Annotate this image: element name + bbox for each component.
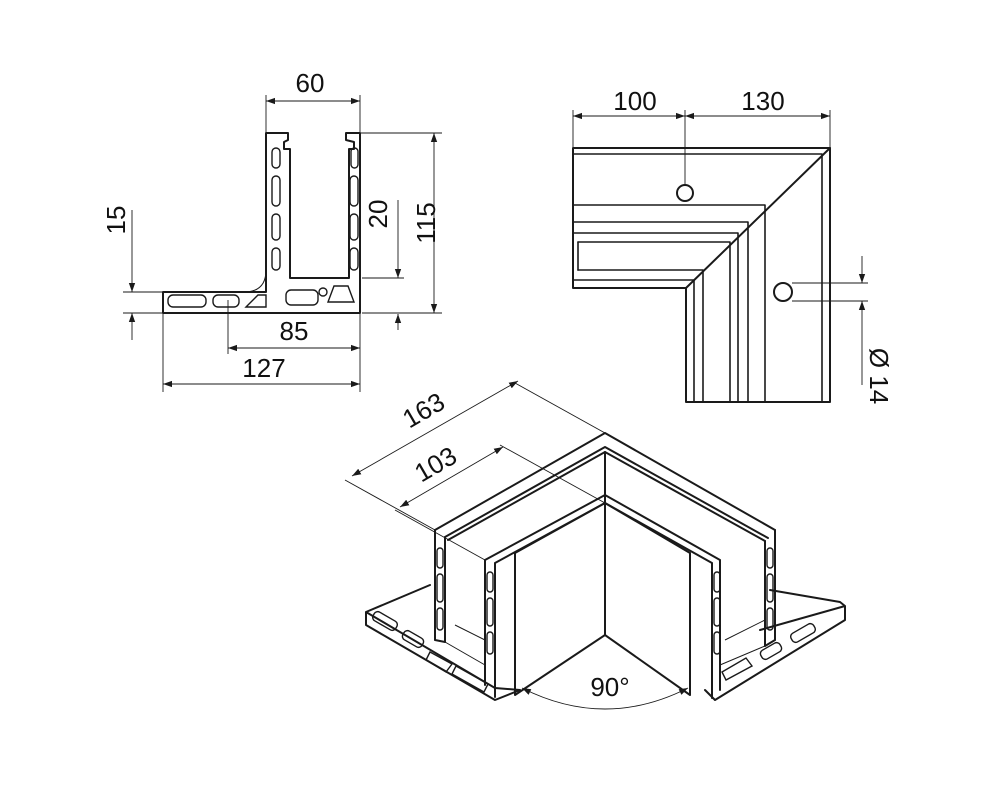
isometric-view: 90° 163 103 [344, 380, 846, 710]
iso-outer-wall-right [764, 529, 776, 647]
dim-label-100: 100 [613, 86, 656, 116]
dim-label-103: 103 [409, 440, 462, 488]
dim-label-163: 163 [397, 386, 450, 434]
iso-inner-wall-slots [486, 571, 721, 655]
profile-right-wall-slots [349, 147, 359, 271]
iso-inner-wall [484, 494, 721, 699]
profile-view: 60 115 20 15 85 127 [101, 68, 442, 392]
iso-base-slots-left [372, 610, 489, 693]
plan-hole-top [676, 184, 694, 202]
plan-view: 100 130 Ø 14 [572, 86, 894, 404]
plan-profile-lines [572, 153, 823, 403]
profile-inner-fillet [243, 269, 267, 293]
profile-outline [162, 132, 361, 314]
dim-label-90-degrees: 90° [590, 672, 629, 702]
dim-label-20: 20 [363, 200, 393, 229]
dim-label-127: 127 [242, 353, 285, 383]
iso-angle-arc [521, 687, 689, 710]
profile-base-slots [167, 285, 356, 308]
dim-label-130: 130 [741, 86, 784, 116]
plan-hole-right [773, 282, 793, 302]
dim-label-15: 15 [101, 206, 131, 235]
dim-label-115: 115 [411, 202, 441, 243]
iso-inner-faces [514, 451, 691, 696]
iso-channel-floor [444, 619, 766, 666]
plan-mitre-line [685, 147, 831, 289]
iso-base-slots-right [721, 622, 816, 681]
dim-label-hole-diameter: Ø 14 [864, 348, 894, 404]
profile-left-wall-slots [271, 147, 281, 271]
dim-label-85: 85 [280, 316, 309, 346]
iso-outer-wall-slots [436, 547, 774, 631]
dim-label-60: 60 [296, 68, 325, 98]
iso-outer-wall-left [434, 529, 446, 643]
